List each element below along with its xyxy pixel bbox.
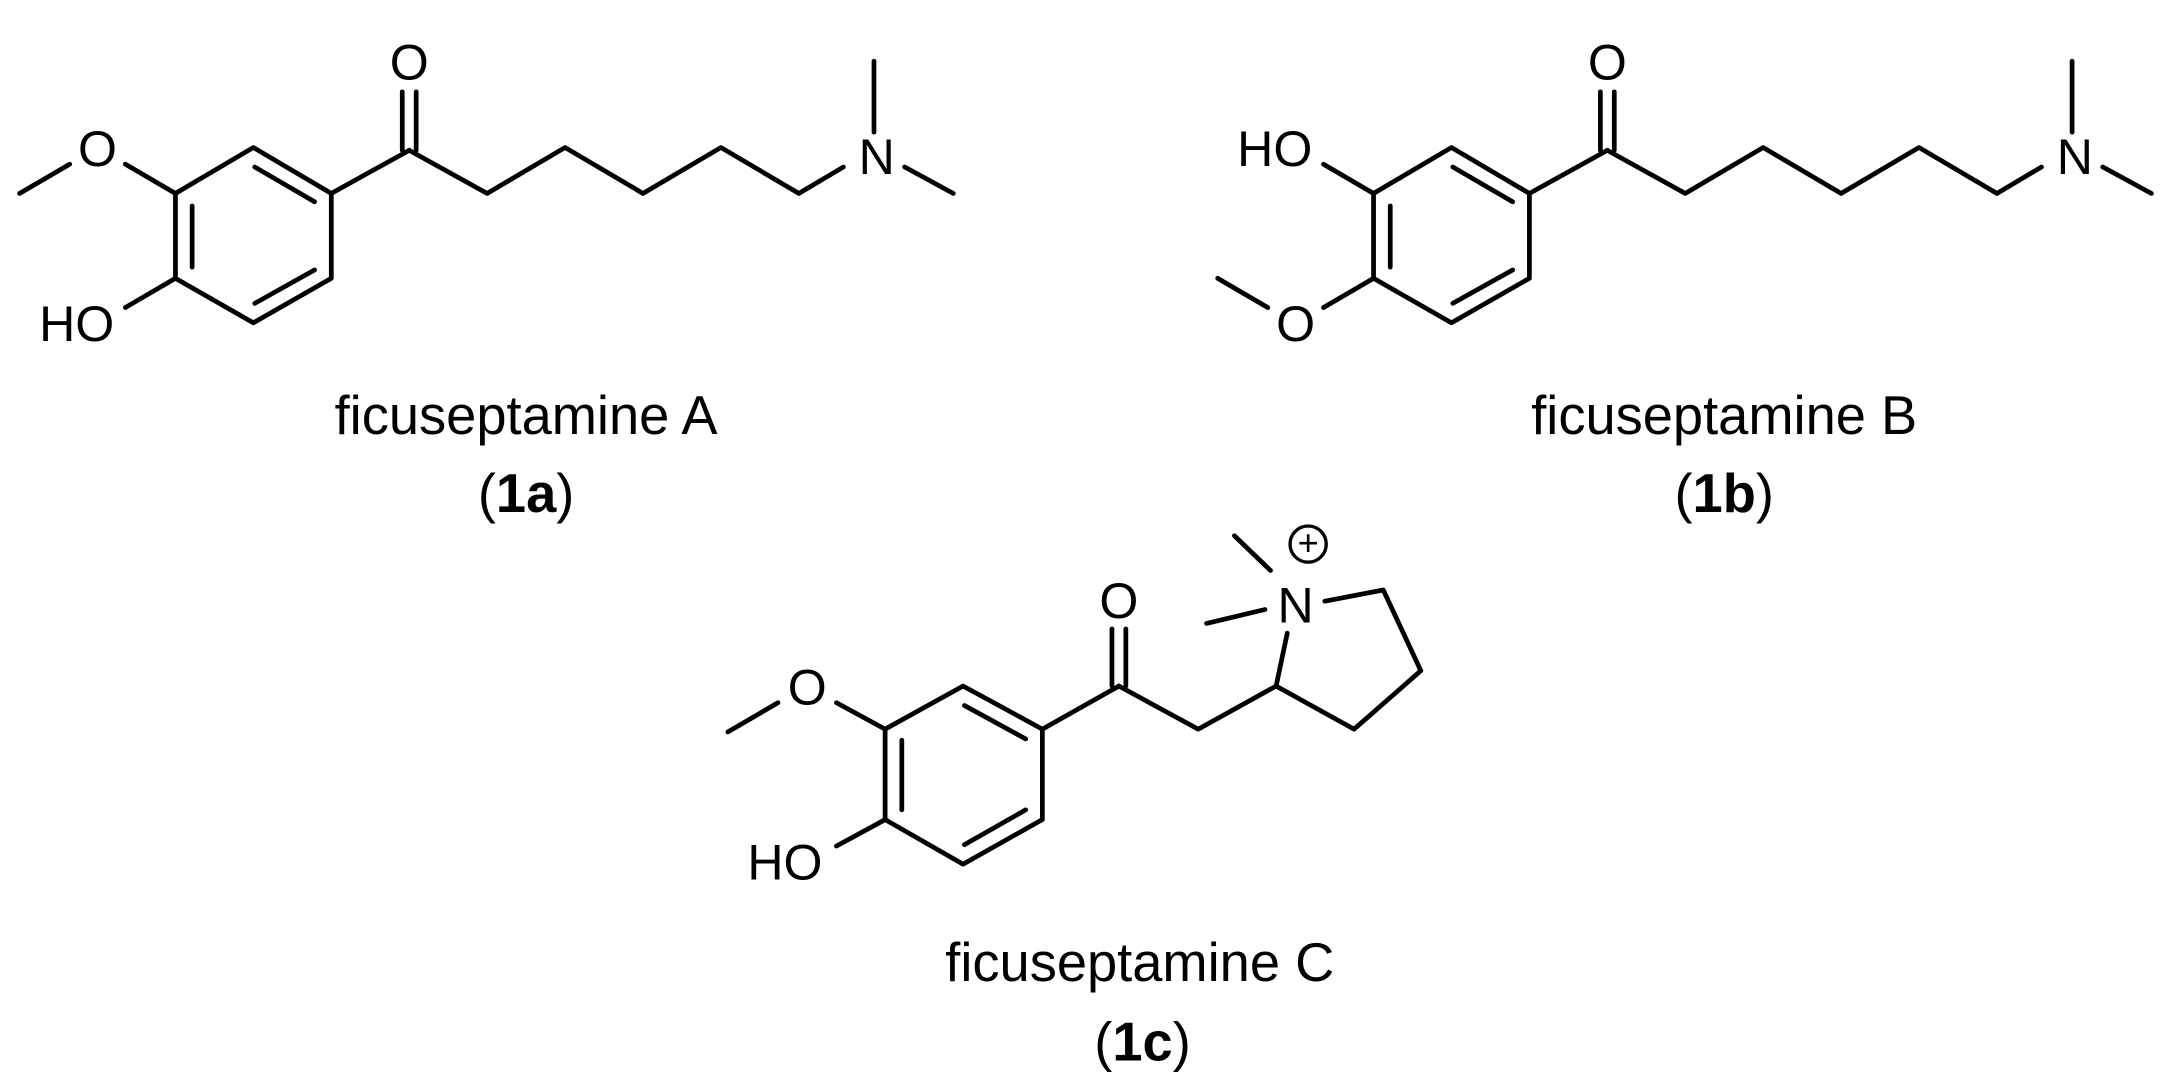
aromatic-double-bond <box>1450 164 1516 205</box>
bonds <box>725 524 1424 867</box>
aromatic-double-bond <box>1450 267 1516 306</box>
methylene-linker <box>1116 683 1279 732</box>
atom-carbonyl-oxygen: O <box>1099 573 1138 629</box>
methoxy-bond <box>834 700 888 732</box>
structure-ficuseptamine-c: O O HO N + ficuseptamine C (1c) <box>725 522 1424 1072</box>
benzene-ring <box>1371 145 1532 326</box>
compound-id: (1c) <box>1094 1012 1191 1072</box>
aromatic-double-bond <box>962 807 1029 848</box>
n-methyl-bond <box>1204 607 1268 626</box>
methyl-bond <box>17 161 73 196</box>
atom-carbonyl-oxygen: O <box>1588 35 1627 91</box>
aryl-carbonyl-bond <box>328 147 412 196</box>
compound-id: (1a) <box>478 464 575 524</box>
atom-nitrogen: N <box>1278 577 1314 633</box>
hydroxy-bond <box>1321 161 1376 196</box>
n-methyl-bond <box>2100 164 2154 196</box>
atom-methoxy-oxygen: O <box>78 121 117 177</box>
n-methyl-bond <box>902 164 956 196</box>
aromatic-double-bond <box>252 164 317 205</box>
pyrrolidine-ring <box>1273 587 1424 732</box>
atom-carbonyl-oxygen: O <box>390 35 429 91</box>
hydroxy-bond <box>122 275 178 310</box>
positive-charge-sign: + <box>1298 522 1319 563</box>
positive-charge-circle <box>1288 524 1328 564</box>
atom-hydroxy: HO <box>39 296 114 352</box>
aryl-carbonyl-bond <box>1527 147 1610 196</box>
compound-name: ficuseptamine A <box>335 386 719 446</box>
atom-hydroxy: HO <box>1237 121 1312 177</box>
structure-ficuseptamine-a: O O HO N ficuseptamine A (1a) <box>17 35 956 524</box>
compound-name: ficuseptamine B <box>1531 386 1917 446</box>
benzene-ring <box>173 145 334 326</box>
n-methyl-bond <box>1232 533 1273 573</box>
atom-hydroxy: HO <box>747 835 822 891</box>
atom-nitrogen: N <box>2057 129 2093 185</box>
atom-methoxy-oxygen: O <box>788 659 827 715</box>
bonds <box>17 58 956 326</box>
atom-nitrogen: N <box>859 129 895 185</box>
methoxy-bond <box>1321 275 1376 310</box>
methyl-bond <box>1215 275 1271 310</box>
compound-id: (1b) <box>1674 464 1773 524</box>
alkyl-chain <box>1604 145 2044 196</box>
methyl-bond <box>725 700 781 735</box>
aryl-carbonyl-bond <box>1039 683 1122 732</box>
structure-ficuseptamine-b: O HO O N ficuseptamine B (1b) <box>1215 35 2154 524</box>
benzene-ring <box>882 683 1045 867</box>
alkyl-chain <box>406 145 846 196</box>
methoxy-bond <box>122 161 178 196</box>
atom-methoxy-oxygen: O <box>1276 296 1315 352</box>
bonds <box>1215 58 2154 326</box>
aromatic-double-bond <box>962 703 1029 742</box>
hydroxy-bond <box>834 817 888 849</box>
compound-name: ficuseptamine C <box>945 933 1334 993</box>
aromatic-double-bond <box>252 267 317 306</box>
